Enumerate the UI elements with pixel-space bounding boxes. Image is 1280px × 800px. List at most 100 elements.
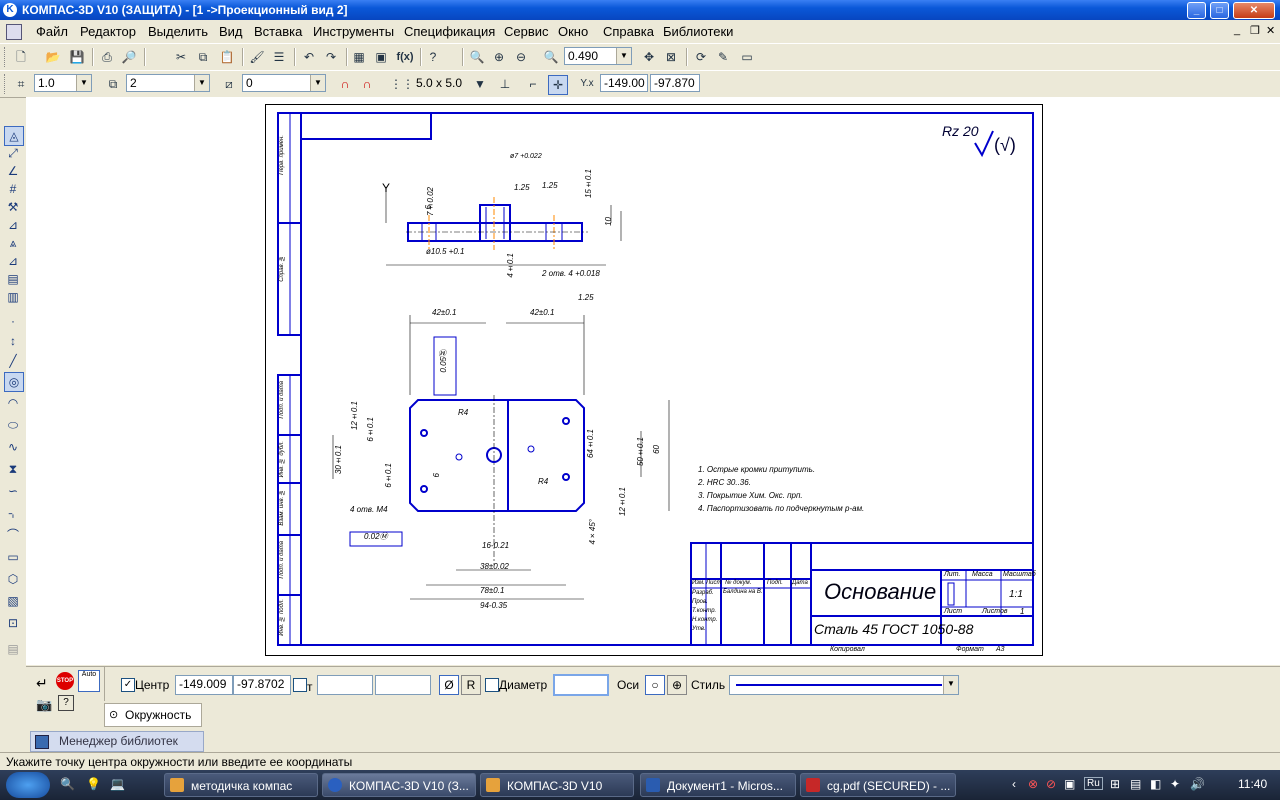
task-item-2[interactable]: КОМПАС-3D V10 (З...	[322, 773, 476, 797]
tray-icon-2[interactable]: ▤	[1130, 777, 1142, 791]
paste-icon[interactable]: 📋	[219, 50, 235, 64]
task-item-4[interactable]: Документ1 - Micros...	[640, 773, 796, 797]
style-dropdown[interactable]: ▼	[729, 675, 959, 695]
library-manager-tab[interactable]: Менеджер библиотек	[30, 731, 204, 752]
radius-mode-button[interactable]: R	[461, 675, 481, 695]
polygon-tool-icon[interactable]: ⬡	[7, 572, 19, 586]
point-y-field[interactable]	[375, 675, 431, 695]
task-item-3[interactable]: КОМПАС-3D V10	[480, 773, 634, 797]
chevron-down-icon[interactable]: ▼	[474, 77, 486, 91]
auxiliary-line-icon[interactable]: ↕	[10, 334, 16, 348]
chevron-down-icon[interactable]: ▼	[943, 676, 958, 694]
help-icon[interactable]: ?	[58, 695, 74, 711]
bezier-tool-icon[interactable]: ∽	[7, 484, 19, 498]
enter-icon[interactable]: ↵	[36, 675, 48, 691]
tray-antivirus-icon[interactable]: ⊘	[1046, 777, 1057, 791]
tray-icon-1[interactable]: ⊞	[1110, 777, 1121, 791]
stop-button[interactable]: STOP	[56, 672, 74, 690]
save-icon[interactable]: 💾	[69, 50, 85, 64]
new-file-icon[interactable]: 🗋	[16, 50, 26, 64]
center-y-field[interactable]: -97.8702	[233, 675, 291, 695]
mdi-close-icon[interactable]: ✕	[1266, 25, 1276, 37]
segment-tool-icon[interactable]: ╱	[9, 354, 17, 368]
ellipse-tool-icon[interactable]: ⬭	[7, 418, 19, 432]
document-icon[interactable]	[6, 24, 22, 40]
drawing-sheet[interactable]: Rz 20 (√) Y ø7 +0.022 1.25 1.25 ø10.5 +0…	[265, 104, 1043, 656]
search-icon[interactable]: 🔍	[60, 777, 75, 791]
auto-button[interactable]: Auto	[78, 670, 100, 692]
layer-field[interactable]: 2▼	[126, 74, 210, 92]
snap-magnet-icon[interactable]: ∩	[340, 77, 350, 91]
print-preview-icon[interactable]: 🔎	[121, 50, 137, 64]
chevron-down-icon[interactable]: ▼	[76, 75, 91, 91]
chevron-down-icon[interactable]: ▼	[194, 75, 209, 91]
center-checkbox[interactable]: ✓	[121, 678, 135, 692]
chevron-down-icon[interactable]: ▼	[310, 75, 325, 91]
coord-y-field[interactable]: -97.870	[650, 74, 700, 92]
reports-tool-icon[interactable]: ▥	[7, 290, 19, 304]
polyline-tool-icon[interactable]: ⧗	[8, 462, 18, 476]
undo-icon[interactable]: ↶	[303, 50, 315, 64]
local-cs-icon[interactable]: ⊥	[499, 77, 511, 91]
tray-security-icon[interactable]: ⊗	[1028, 777, 1039, 791]
quicklaunch-icon-2[interactable]: 💻	[110, 777, 125, 791]
rectangle-tool-icon[interactable]: ▭	[7, 550, 19, 564]
close-button[interactable]: ✕	[1233, 2, 1275, 19]
hatch-tool-icon[interactable]: ▧	[7, 594, 19, 608]
refresh-icon[interactable]: ⟳	[695, 50, 707, 64]
menu-select[interactable]: Выделить	[148, 24, 208, 39]
state-field[interactable]: 0▼	[242, 74, 326, 92]
point-checkbox[interactable]	[293, 678, 307, 692]
drawing-canvas[interactable]: Rz 20 (√) Y ø7 +0.022 1.25 1.25 ø10.5 +0…	[26, 97, 1280, 665]
center-x-field[interactable]: -149.009	[175, 675, 233, 695]
grid-icon[interactable]: ⋮⋮	[390, 77, 414, 91]
diameter-mode-button[interactable]: Ø	[439, 675, 459, 695]
menu-window[interactable]: Окно	[558, 24, 589, 39]
fx-variables-button[interactable]: f(x)	[396, 51, 414, 63]
selection-tool-icon[interactable]: ⩓	[9, 236, 17, 250]
print-icon[interactable]: ⎙	[102, 50, 112, 64]
menu-service[interactable]: Сервис	[504, 24, 549, 39]
pan-icon[interactable]: ✥	[643, 50, 655, 64]
toolbar-grip[interactable]	[4, 47, 8, 67]
tab-circle[interactable]: ⊙ Окружность	[104, 703, 202, 727]
tray-expand-icon[interactable]: ‹	[1012, 777, 1016, 791]
show-all-icon[interactable]: ⊠	[665, 50, 677, 64]
no-axes-icon[interactable]: ○	[645, 675, 665, 695]
geometry-tool-icon[interactable]: ◬	[4, 126, 24, 146]
quicklaunch-icon[interactable]: 💡	[86, 777, 101, 791]
layers-icon[interactable]: ✎	[717, 50, 729, 64]
line-scale-field[interactable]: 1.0▼	[34, 74, 92, 92]
open-file-icon[interactable]: 📂	[45, 50, 61, 64]
chamfer-tool-icon[interactable]: ⌍	[8, 506, 18, 520]
menu-file[interactable]: Файл	[36, 24, 68, 39]
help-pointer-icon[interactable]: ?	[429, 50, 437, 64]
minimize-button[interactable]: _	[1187, 2, 1206, 19]
parametrization-tool-icon[interactable]: ⚒	[7, 200, 19, 214]
circle-tool-icon[interactable]: ◎	[4, 372, 24, 392]
tray-icon-3[interactable]: ◧	[1150, 777, 1162, 791]
tray-icon-4[interactable]: ✦	[1170, 777, 1181, 791]
arc-tool-icon[interactable]: ◠	[7, 396, 19, 410]
copy-icon[interactable]: ⧉	[198, 50, 208, 64]
tray-network-icon[interactable]: ▣	[1064, 777, 1076, 791]
with-axes-icon[interactable]: ⊕	[667, 675, 687, 695]
clock[interactable]: 11:40	[1238, 777, 1268, 791]
variables-icon[interactable]: ▣	[375, 50, 387, 64]
contour-tool-icon[interactable]: ⊡	[7, 616, 19, 630]
zoom-out-icon[interactable]: ⊖	[515, 50, 527, 64]
maximize-button[interactable]: □	[1210, 2, 1229, 19]
cut-icon[interactable]: ✂	[175, 50, 187, 64]
mdi-minimize-icon[interactable]: _	[1234, 24, 1241, 36]
cursor-coords-icon[interactable]: ✛	[548, 75, 568, 95]
zoom-in-icon[interactable]: ⊕	[493, 50, 505, 64]
menu-libraries[interactable]: Библиотеки	[663, 24, 734, 39]
grid-step-value[interactable]: 5.0 x 5.0	[416, 76, 463, 90]
menu-insert[interactable]: Вставка	[254, 24, 303, 39]
snap-settings-icon[interactable]: ∩	[362, 77, 372, 91]
mdi-restore-icon[interactable]: ❐	[1250, 25, 1260, 37]
point-x-field[interactable]	[317, 675, 373, 695]
zoom-field[interactable]: 0.490▼	[564, 47, 632, 65]
language-indicator[interactable]: Ru	[1084, 777, 1103, 790]
manager-icon[interactable]: ▦	[353, 50, 365, 64]
